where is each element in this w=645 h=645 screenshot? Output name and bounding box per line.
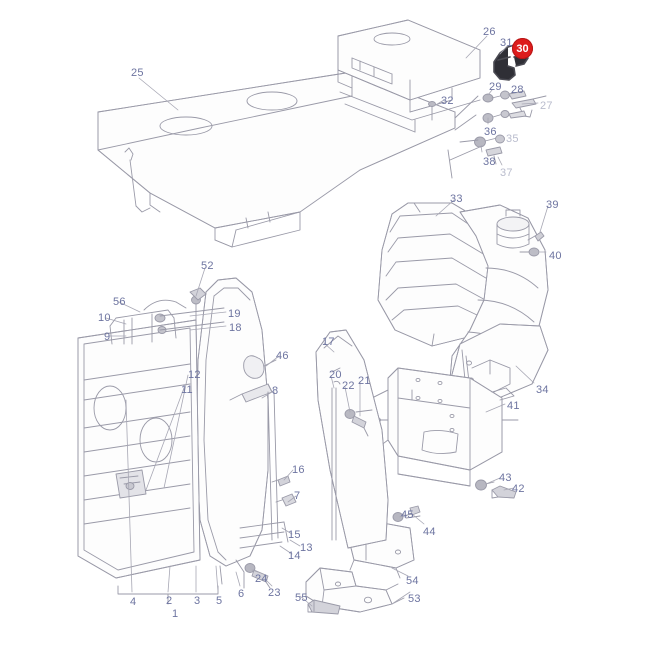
left-grille-panel	[77, 287, 225, 579]
callout-label-20: 20	[329, 369, 342, 381]
callout-label-4: 4	[130, 596, 137, 608]
side-panel-33	[377, 202, 509, 347]
callout-label-17: 17	[322, 336, 335, 348]
callout-label-5: 5	[216, 595, 223, 607]
callout-label-9: 9	[104, 331, 111, 343]
callout-label-36: 36	[484, 126, 497, 138]
callout-label-37: 37	[500, 167, 513, 179]
leader-lines	[105, 35, 549, 607]
callout-label-23: 23	[268, 587, 281, 599]
callout-label-46: 46	[276, 350, 289, 362]
callout-label-43: 43	[499, 472, 512, 484]
callout-label-34: 34	[536, 384, 549, 396]
callout-label-19: 19	[228, 308, 241, 320]
callout-label-13: 13	[300, 542, 313, 554]
callout-label-41: 41	[507, 400, 520, 412]
fastener-cluster-right	[447, 90, 547, 179]
middle-rods	[219, 355, 297, 589]
callout-label-25: 25	[131, 67, 144, 79]
callout-label-56: 56	[113, 296, 126, 308]
callout-label-40: 40	[549, 250, 562, 262]
callout-label-22: 22	[342, 380, 355, 392]
upper-cover-26	[337, 19, 481, 133]
callout-label-32: 32	[441, 95, 454, 107]
callout-label-39: 39	[546, 199, 559, 211]
callout-label-26: 26	[483, 26, 496, 38]
callout-label-8: 8	[272, 385, 279, 397]
callout-label-21: 21	[358, 375, 371, 387]
callout-label-14: 14	[288, 550, 301, 562]
callout-label-28: 28	[511, 84, 524, 96]
highlighted-part-badge-30[interactable]: 30	[512, 38, 533, 59]
bolt-55	[307, 599, 341, 615]
callout-label-15: 15	[288, 529, 301, 541]
callout-label-24: 24	[255, 573, 268, 585]
right-fender-34	[449, 204, 549, 401]
callout-label-3: 3	[194, 595, 201, 607]
callout-label-53: 53	[408, 593, 421, 605]
callout-label-6: 6	[238, 588, 245, 600]
callout-label-11: 11	[181, 384, 193, 396]
callout-label-29: 29	[489, 81, 502, 93]
hood-top-panel	[97, 71, 456, 248]
fasteners-44-45	[392, 505, 421, 522]
callout-label-38: 38	[483, 156, 496, 168]
callout-label-45: 45	[401, 509, 414, 521]
callout-label-10: 10	[98, 312, 111, 324]
callout-label-27: 27	[540, 100, 553, 112]
callout-label-7: 7	[294, 490, 301, 502]
callout-label-42: 42	[512, 483, 525, 495]
callout-label-54: 54	[406, 575, 419, 587]
fastener-32	[428, 101, 436, 121]
center-panel-17	[315, 329, 389, 549]
callout-label-2: 2	[166, 595, 173, 607]
callout-label-52: 52	[201, 260, 214, 272]
callout-label-1: 1	[172, 608, 179, 620]
callout-label-33: 33	[450, 193, 463, 205]
fasteners-42-43	[475, 479, 517, 499]
callout-label-12: 12	[188, 369, 201, 381]
callout-label-44: 44	[423, 526, 436, 538]
callout-label-55: 55	[295, 592, 308, 604]
callout-label-35: 35	[506, 133, 519, 145]
callout-label-16: 16	[292, 464, 305, 476]
callout-label-31: 31	[500, 37, 513, 49]
callout-label-18: 18	[229, 322, 242, 334]
